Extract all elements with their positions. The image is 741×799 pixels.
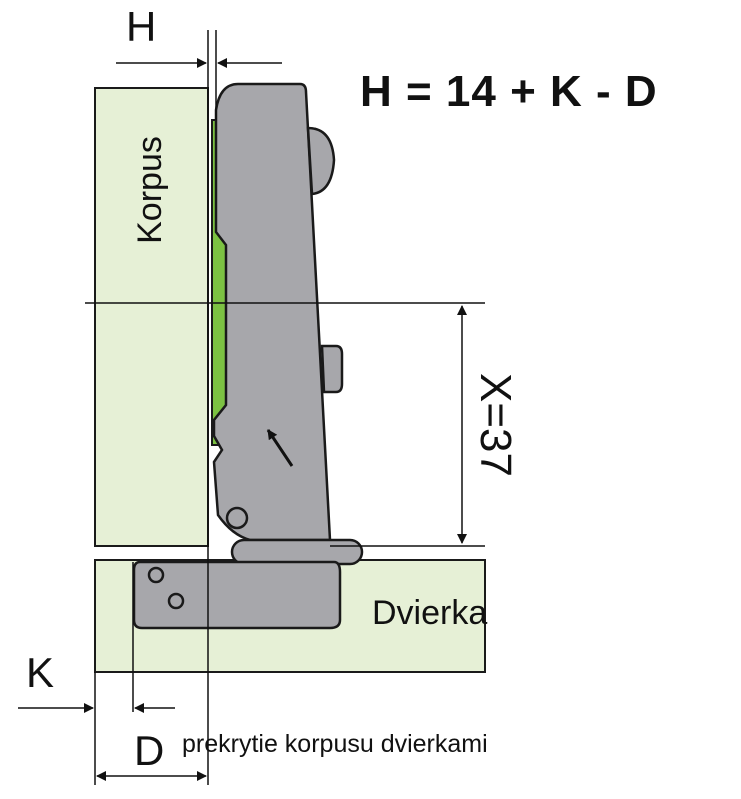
hinge-arm (212, 82, 332, 542)
h-label: H (126, 3, 157, 50)
d-label: D (134, 727, 165, 774)
adjustment-knob-middle (320, 344, 344, 394)
formula-text: H = 14 + K - D (360, 67, 658, 116)
korpus-label: Korpus (131, 136, 169, 244)
x-dimension-label: X=37 (471, 373, 520, 477)
hinge-cup-base (230, 538, 364, 566)
screw-hole-1 (147, 566, 165, 584)
hinge-cup (132, 560, 342, 630)
adjustment-knob-top (306, 126, 336, 196)
pivot-pin (225, 506, 249, 530)
korpus-panel (94, 87, 209, 547)
overlay-note: prekrytie korpusu dvierkami (182, 730, 488, 758)
arm-direction-arrow (266, 429, 294, 467)
k-label: K (26, 649, 55, 696)
dvierka-label: Dvierka (372, 594, 488, 632)
screw-hole-2 (167, 592, 185, 610)
